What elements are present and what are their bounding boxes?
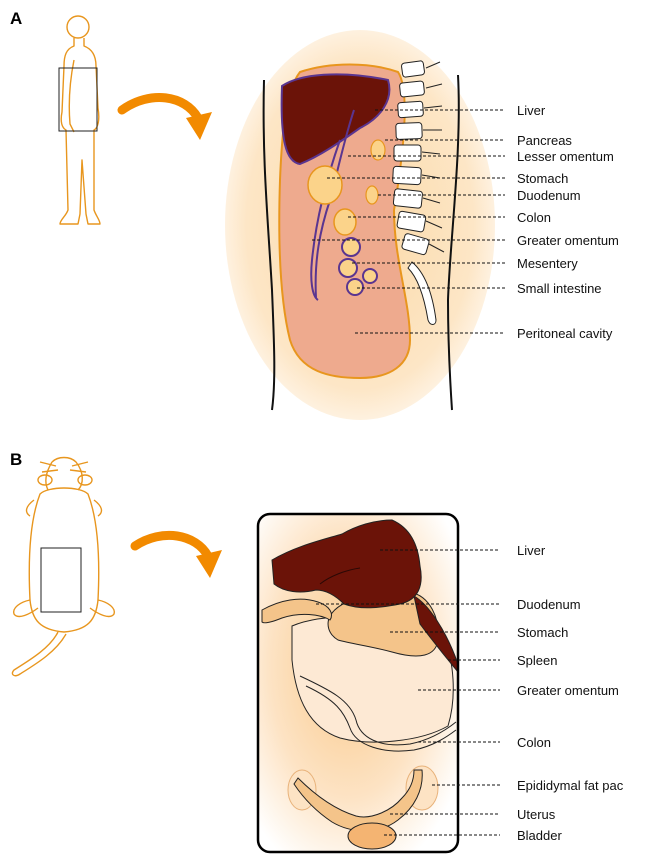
label-a-duodenum: Duodenum (517, 188, 581, 203)
mouse-region-box (41, 548, 81, 612)
label-a-liver: Liver (517, 103, 546, 118)
bladder-b (348, 823, 396, 849)
curved-arrow-icon (122, 98, 212, 140)
abdominal-dissection (258, 514, 458, 852)
pancreas-a (371, 140, 385, 160)
label-a-greater-omentum: Greater omentum (517, 233, 619, 248)
label-b-duodenum: Duodenum (517, 597, 581, 612)
label-b-spleen: Spleen (517, 653, 557, 668)
colon-a (334, 209, 356, 235)
curved-arrow-icon (135, 535, 222, 578)
labels-a: Liver Pancreas Lesser omentum Stomach Du… (517, 103, 619, 341)
label-b-epididymal-fat-pad: Epididymal fat pac (517, 778, 624, 793)
label-a-small-intestine: Small intestine (517, 281, 602, 296)
label-b-liver: Liver (517, 543, 546, 558)
panel-a-letter: A (10, 9, 22, 28)
label-b-stomach: Stomach (517, 625, 568, 640)
stomach-a (308, 166, 342, 204)
labels-b: Liver Duodenum Stomach Spleen Greater om… (517, 543, 624, 843)
label-b-uterus: Uterus (517, 807, 556, 822)
duodenum-a (366, 186, 378, 204)
human-silhouette (60, 16, 100, 224)
label-b-colon: Colon (517, 735, 551, 750)
label-a-lesser-omentum: Lesser omentum (517, 149, 614, 164)
body-region-box (59, 68, 97, 131)
label-a-mesentery: Mesentery (517, 256, 578, 271)
sagittal-section (225, 30, 495, 420)
label-a-colon: Colon (517, 210, 551, 225)
panel-b-letter: B (10, 450, 22, 469)
label-a-peritoneal-cavity: Peritoneal cavity (517, 326, 613, 341)
mouse-silhouette (12, 458, 114, 676)
label-a-stomach: Stomach (517, 171, 568, 186)
label-a-pancreas: Pancreas (517, 133, 572, 148)
label-b-greater-omentum: Greater omentum (517, 683, 619, 698)
label-b-bladder: Bladder (517, 828, 562, 843)
